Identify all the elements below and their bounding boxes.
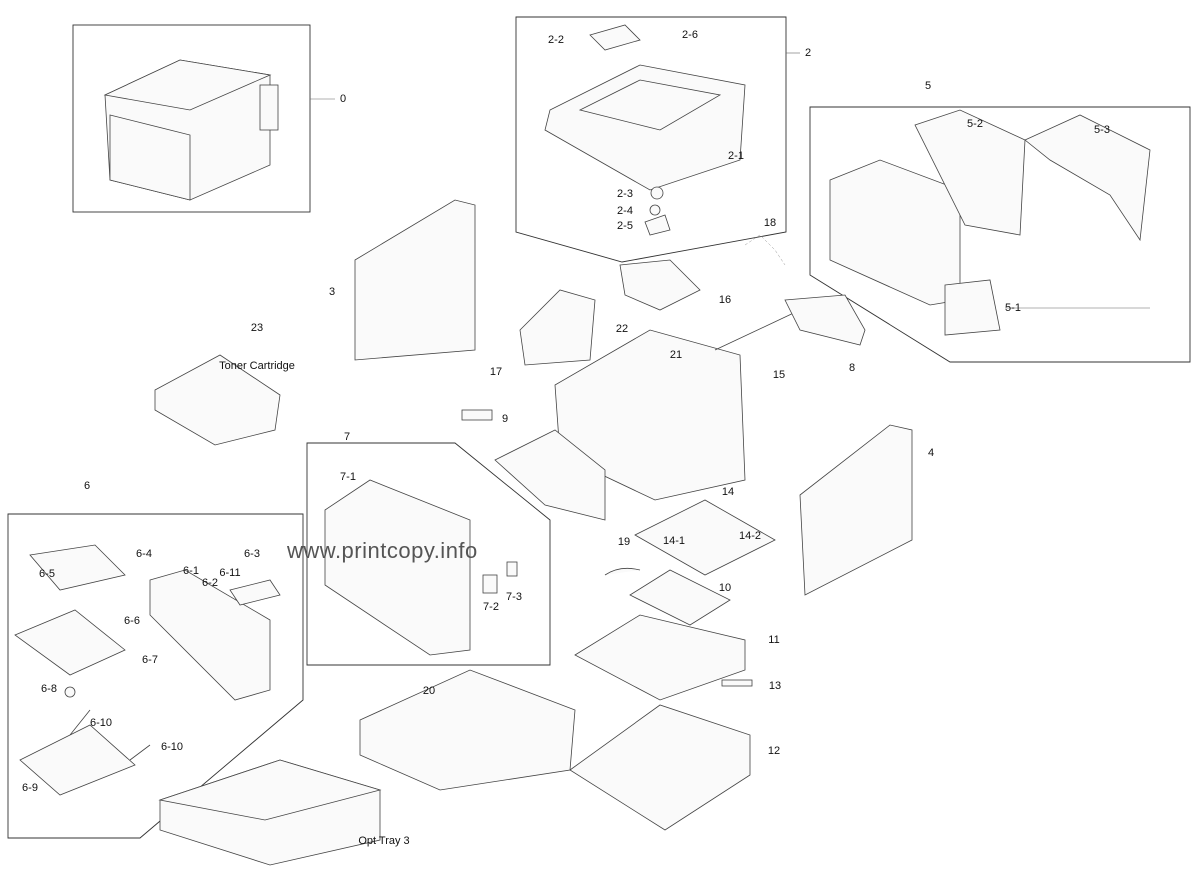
callout-22: 22 <box>615 323 629 335</box>
board-parts <box>569 499 776 831</box>
callout-21: 21 <box>669 349 683 361</box>
callout-10: 10 <box>718 582 732 594</box>
callout-5-2: 5-2 <box>967 118 983 130</box>
callout-13: 13 <box>768 680 782 692</box>
callout-opt: Opt Tray 3 <box>358 835 410 847</box>
callout-17: 17 <box>489 366 503 378</box>
callout-7-1: 7-1 <box>340 471 356 483</box>
callout-18: 18 <box>763 217 777 229</box>
callout-14-2: 14-2 <box>738 530 762 542</box>
callout-5-3: 5-3 <box>1094 124 1110 136</box>
callout-6-1: 6-1 <box>183 565 199 577</box>
callout-6-11: 6-11 <box>219 567 241 579</box>
main-frame-part <box>461 234 866 521</box>
assembly-2-frame <box>515 16 787 263</box>
callout-6-2: 6-2 <box>202 577 218 589</box>
right-cover-part <box>799 424 913 596</box>
callout-5: 5 <box>924 80 932 92</box>
assembly-6-frame <box>7 513 304 839</box>
callout-15: 15 <box>772 369 786 381</box>
callout-7-2: 7-2 <box>483 601 499 613</box>
assembly-7-frame <box>306 442 551 666</box>
callout-6-7: 6-7 <box>142 654 158 666</box>
callout-7-3: 7-3 <box>506 591 522 603</box>
watermark: www.printcopy.info <box>287 538 478 563</box>
callout-12: 12 <box>767 745 781 757</box>
callout-6-3: 6-3 <box>244 548 260 560</box>
callout-4: 4 <box>927 447 935 459</box>
callout-7: 7 <box>343 431 351 443</box>
callout-19: 19 <box>617 536 631 548</box>
callout-20: 20 <box>422 685 436 697</box>
callout-6-8: 6-8 <box>41 683 57 695</box>
feed-frame-part <box>324 479 518 656</box>
callout-5-1: 5-1 <box>1005 302 1021 314</box>
callout-6-4: 6-4 <box>136 548 152 560</box>
toner-cartridge-part <box>154 354 281 446</box>
assembly-0-frame <box>72 24 311 213</box>
callout-23: 23 <box>250 322 264 334</box>
callout-2-2: 2-2 <box>548 34 564 46</box>
callout-2-4: 2-4 <box>617 205 633 217</box>
callout-6-9: 6-9 <box>22 782 38 794</box>
callout-6-6: 6-6 <box>124 615 140 627</box>
top-cover-part <box>544 24 746 236</box>
printer-assembly <box>103 59 279 201</box>
callout-6-10b: 6-10 <box>160 741 184 753</box>
callout-14-1: 14-1 <box>662 535 686 547</box>
paper-cassette-part <box>359 669 576 791</box>
callout-9: 9 <box>501 413 509 425</box>
callout-2-6: 2-6 <box>682 29 698 41</box>
callout-14: 14 <box>721 486 735 498</box>
callout-11: 11 <box>768 634 780 646</box>
callout-3: 3 <box>328 286 336 298</box>
callout-8: 8 <box>848 362 856 374</box>
callout-16: 16 <box>718 294 732 306</box>
assembly-5-frame <box>809 106 1191 363</box>
callout-toner: Toner Cartridge <box>219 360 295 372</box>
left-cover-part <box>354 199 476 361</box>
rear-cover-part <box>829 109 1151 336</box>
callout-2-5: 2-5 <box>617 220 633 232</box>
callout-6: 6 <box>83 480 91 492</box>
callout-6-10a: 6-10 <box>89 717 113 729</box>
callout-2: 2 <box>804 47 812 59</box>
callout-2-3: 2-3 <box>617 188 633 200</box>
optional-tray-part <box>158 759 382 866</box>
callout-2-1: 2-1 <box>728 150 744 162</box>
callout-6-5: 6-5 <box>39 568 55 580</box>
tray-6-parts <box>14 544 281 796</box>
callout-0: 0 <box>339 93 347 105</box>
